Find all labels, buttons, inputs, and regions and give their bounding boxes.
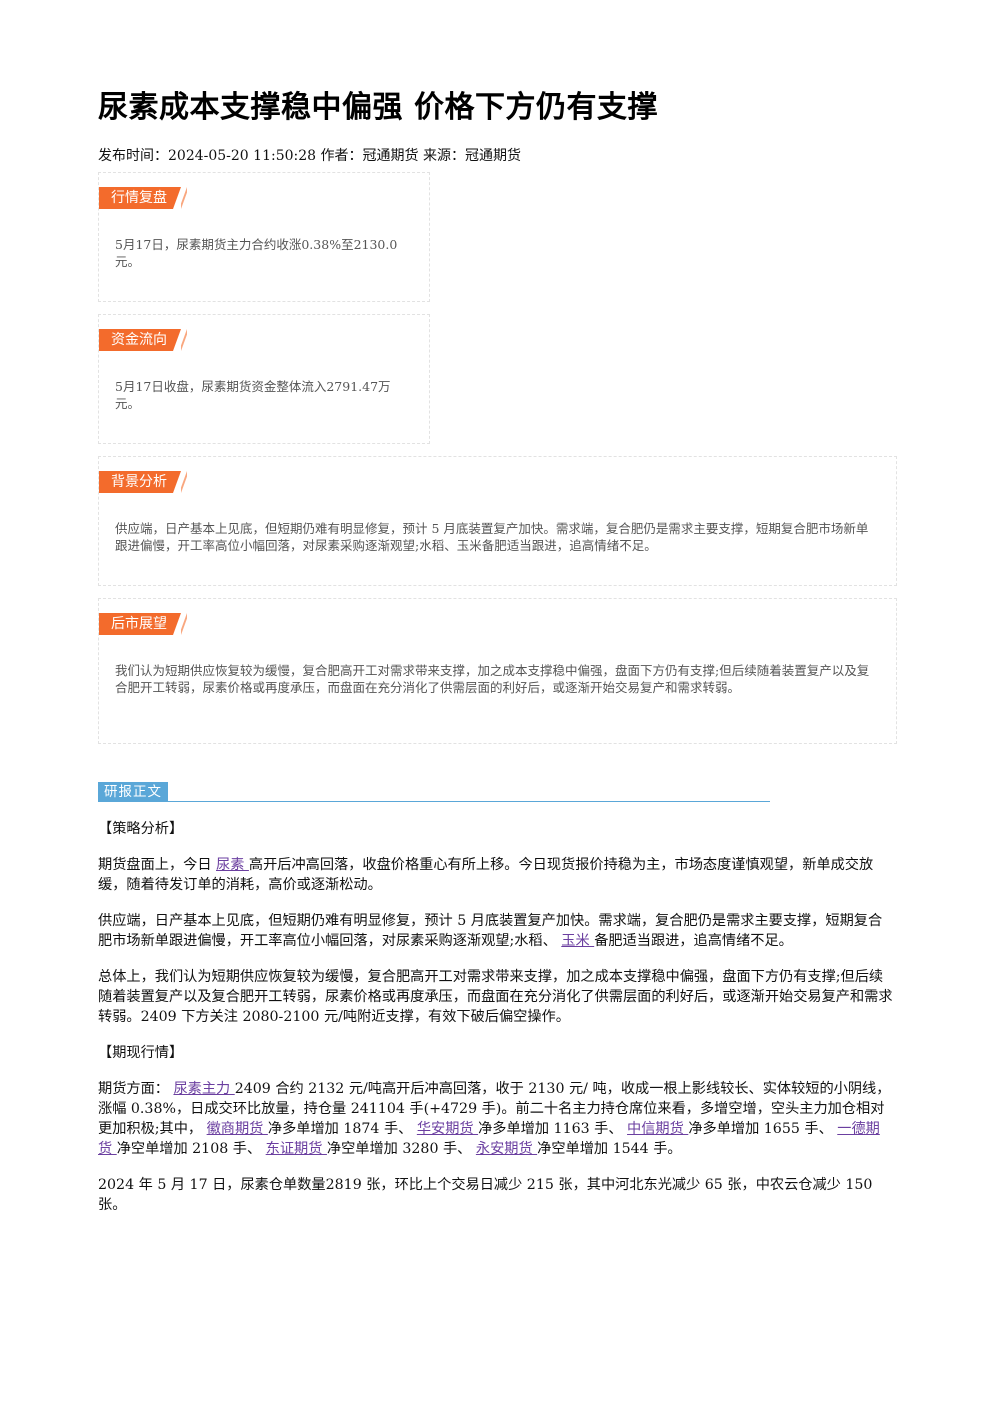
link-yongan-futures[interactable]: 永安期货 [475, 1141, 538, 1157]
card-text: 5月17日收盘，尿素期货资金整体流入2791.47万元。 [115, 379, 391, 411]
link-urea-main[interactable]: 尿素主力 [173, 1081, 235, 1097]
text: 期货方面： [98, 1081, 174, 1097]
link-zhongxin-futures[interactable]: 中信期货 [627, 1121, 689, 1137]
link-corn[interactable]: 玉米 [561, 933, 595, 949]
paragraph-warehouse-receipts: 2024 年 5 月 17 日，尿素仓单数量2819 张，环比上个交易日减少 2… [98, 1177, 873, 1213]
paragraph-summary: 总体上，我们认为短期供应恢复较为缓慢，复合肥高开工对需求带来支撑，加之成本支撑稳… [98, 969, 893, 1025]
card-background-analysis: 背景分析 供应端，日产基本上见底，但短期仍难有明显修复，预计 5 月底装置复产加… [98, 456, 897, 586]
strategy-heading: 【策略分析】 [98, 821, 184, 837]
paragraph-supply-demand: 供应端，日产基本上见底，但短期仍难有明显修复，预计 5 月底装置复产加快。需求端… [98, 911, 894, 951]
article-title: 尿素成本支撑稳中偏强 价格下方仍有支撑 [98, 90, 658, 125]
card-outlook: 后市展望 我们认为短期供应恢复较为缓慢，复合肥高开工对需求带来支撑，加之成本支撑… [98, 598, 897, 744]
link-yide-futures[interactable]: 一德期货 [98, 1121, 880, 1157]
report-section-header: 研报正文 [98, 782, 770, 802]
card-tag: 资金流向 [99, 329, 181, 351]
tag-stripe-decoration [181, 329, 187, 351]
card-fund-flow: 资金流向 5月17日收盘，尿素期货资金整体流入2791.47万元。 [98, 314, 430, 444]
tag-stripe-decoration [181, 613, 187, 635]
text: 净多单增加 1874 手、 [267, 1121, 417, 1137]
card-market-review: 行情复盘 5月17日，尿素期货主力合约收涨0.38%至2130.0元。 [98, 172, 430, 302]
paragraph-futures-overview: 期货盘面上，今日 尿素 高开后冲高回落，收盘价格重心有所上移。今日现货报价持稳为… [98, 855, 894, 895]
card-tag: 背景分析 [99, 471, 181, 493]
paragraph-futures-detail: 期货方面： 尿素主力 2409 合约 2132 元/吨高开后冲高回落，收于 21… [98, 1079, 894, 1159]
text: 备肥适当跟进，追高情绪不足。 [594, 933, 793, 949]
card-text: 5月17日，尿素期货主力合约收涨0.38%至2130.0元。 [115, 237, 398, 269]
link-urea[interactable]: 尿素 [216, 857, 249, 873]
text: 高开后冲高回落，收盘价格重心有所上移。今日现货报价持稳为主，市场态度谨慎观望，新… [98, 857, 874, 893]
card-text: 我们认为短期供应恢复较为缓慢，复合肥高开工对需求带来支撑，加之成本支撑稳中偏强，… [115, 663, 870, 695]
link-huaan-futures[interactable]: 华安期货 [416, 1121, 479, 1137]
tag-stripe-decoration [181, 471, 187, 493]
card-tag: 行情复盘 [99, 187, 181, 209]
text: 供应端，日产基本上见底，但短期仍难有明显修复，预计 5 月底装置复产加快。需求端… [98, 913, 883, 949]
text: 2409 合约 2132 元/吨高开后冲高回落，收于 2130 元/ 吨，收成一… [98, 1081, 891, 1137]
text: 净多单增加 1655 手、 [688, 1121, 838, 1137]
card-text: 供应端，日产基本上见底，但短期仍难有明显修复，预计 5 月底装置复产加快。需求端… [115, 521, 869, 553]
article-header: 尿素成本支撑稳中偏强 价格下方仍有支撑 发布时间：2024-05-20 11:5… [98, 88, 898, 166]
card-tag: 后市展望 [99, 613, 181, 635]
text: 净多单增加 1163 手、 [478, 1121, 628, 1137]
report-body: 【策略分析】 期货盘面上，今日 尿素 高开后冲高回落，收盘价格重心有所上移。今日… [98, 819, 894, 1231]
link-huishang-futures[interactable]: 徽商期货 [206, 1121, 268, 1137]
tag-stripe-decoration [181, 187, 187, 209]
article-meta: 发布时间：2024-05-20 11:50:28 作者：冠通期货 来源：冠通期货 [98, 148, 521, 164]
link-dongzheng-futures[interactable]: 东证期货 [265, 1141, 327, 1157]
text: 净空单增加 2108 手、 [116, 1141, 266, 1157]
text: 净空单增加 1544 手。 [537, 1141, 682, 1157]
section-divider [98, 801, 770, 802]
market-heading: 【期现行情】 [98, 1045, 184, 1061]
text: 净空单增加 3280 手、 [326, 1141, 476, 1157]
text: 期货盘面上，今日 [98, 857, 217, 873]
report-section-label: 研报正文 [98, 782, 168, 802]
